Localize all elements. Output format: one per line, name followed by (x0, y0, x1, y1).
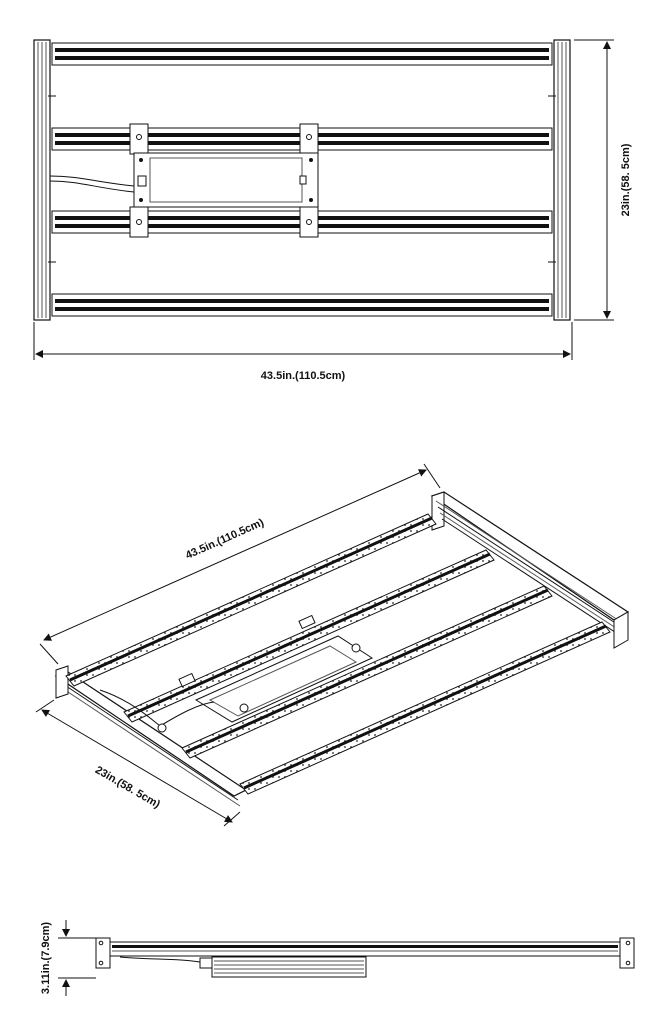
side-view: 3.11in.(7.9cm) (40, 920, 635, 996)
bracket-left-upper (129, 123, 149, 155)
iso-led-bar-4 (239, 621, 611, 795)
led-bar-1 (51, 42, 553, 66)
side-driver (119, 956, 367, 978)
right-end-rail (553, 39, 571, 321)
bracket-right-lower (299, 206, 319, 238)
left-end-rail (33, 39, 51, 321)
isometric-view: 43.5in.(110.5cm) 23in.(58. 5cm) (35, 463, 630, 827)
driver-box (133, 152, 319, 208)
bracket-right-upper (299, 123, 319, 155)
side-height-dimension: 3.11in.(7.9cm) (40, 920, 96, 996)
led-bar-4 (51, 293, 553, 317)
side-bar (109, 941, 621, 957)
width-label: 43.5in.(110.5cm) (261, 370, 346, 382)
width-dimension: 43.5in.(110.5cm) (33, 322, 573, 382)
bracket-left-lower (129, 206, 149, 238)
iso-length-label: 43.5in.(110.5cm) (184, 516, 266, 561)
height-dimension: 23in.(58. 5cm) (574, 39, 632, 321)
side-height-label: 3.11in.(7.9cm) (40, 922, 52, 994)
power-cord (49, 175, 135, 193)
iso-far-rail (430, 491, 630, 649)
top-view: 43.5in.(110.5cm) 23in.(58. 5cm) (33, 39, 632, 382)
side-left-bracket (95, 937, 111, 969)
side-right-bracket (619, 937, 635, 969)
iso-length-dimension: 43.5in.(110.5cm) (39, 463, 441, 665)
iso-width-label: 23in.(58. 5cm) (93, 764, 162, 811)
height-label: 23in.(58. 5cm) (620, 143, 632, 216)
